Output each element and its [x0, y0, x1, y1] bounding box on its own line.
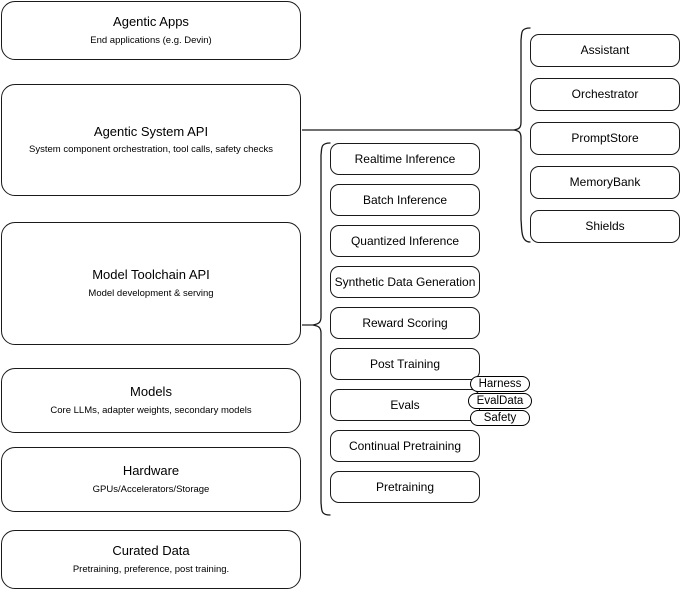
- evals-badge-label: Safety: [483, 412, 517, 424]
- toolchain-component[interactable]: Pretraining: [330, 471, 480, 503]
- agentic-component[interactable]: Shields: [530, 210, 680, 243]
- layer-subtitle: Pretraining, preference, post training.: [72, 563, 230, 575]
- toolchain-component[interactable]: Batch Inference: [330, 184, 480, 216]
- agentic-component[interactable]: Orchestrator: [530, 78, 680, 111]
- evals-badge-label: Harness: [478, 378, 522, 390]
- layer-title: Agentic System API: [93, 123, 209, 139]
- layer-agentic-system-api[interactable]: Agentic System API System component orche…: [1, 84, 301, 196]
- layer-title: Model Toolchain API: [92, 267, 210, 283]
- layer-subtitle: Model development & serving: [88, 287, 214, 299]
- toolchain-component[interactable]: Synthetic Data Generation: [330, 266, 480, 298]
- evals-badge-label: EvalData: [476, 395, 524, 407]
- layer-title: Curated Data: [112, 543, 190, 559]
- toolchain-component-label: Pretraining: [375, 479, 435, 494]
- toolchain-component-label: Reward Scoring: [362, 315, 448, 330]
- agentic-component-label: Orchestrator: [571, 87, 639, 101]
- agentic-component[interactable]: MemoryBank: [530, 166, 680, 199]
- evals-badge[interactable]: Safety: [470, 410, 530, 426]
- toolchain-component-label: Evals: [390, 397, 420, 412]
- evals-badge[interactable]: EvalData: [468, 393, 532, 409]
- brace-agentic-components: [513, 27, 531, 243]
- layer-subtitle: System component orchestration, tool cal…: [29, 144, 273, 156]
- toolchain-component[interactable]: Reward Scoring: [330, 307, 480, 339]
- agentic-component-label: MemoryBank: [569, 175, 641, 189]
- agentic-component-label: PromptStore: [571, 131, 639, 145]
- toolchain-component-label: Realtime Inference: [354, 151, 456, 166]
- layer-subtitle: GPUs/Accelerators/Storage: [92, 483, 210, 495]
- layer-model-toolchain-api[interactable]: Model Toolchain API Model development & s…: [1, 222, 301, 345]
- toolchain-component[interactable]: Continual Pretraining: [330, 430, 480, 462]
- layer-subtitle: End applications (e.g. Devin): [90, 34, 212, 46]
- layer-title: Agentic Apps: [113, 14, 189, 30]
- toolchain-component[interactable]: Quantized Inference: [330, 225, 480, 257]
- layer-title: Models: [130, 384, 172, 400]
- toolchain-component-label: Continual Pretraining: [348, 438, 462, 453]
- agentic-component-label: Shields: [585, 219, 625, 233]
- brace-toolchain-components: [312, 142, 331, 516]
- evals-badge[interactable]: Harness: [470, 376, 530, 392]
- agentic-component[interactable]: Assistant: [530, 34, 680, 67]
- agentic-component[interactable]: PromptStore: [530, 122, 680, 155]
- toolchain-component-label: Post Training: [369, 356, 441, 371]
- toolchain-component-label: Quantized Inference: [350, 233, 460, 248]
- layer-subtitle: Core LLMs, adapter weights, secondary mo…: [50, 404, 252, 416]
- toolchain-component-label: Batch Inference: [362, 192, 448, 207]
- layer-title: Hardware: [122, 463, 180, 479]
- toolchain-component[interactable]: Post Training: [330, 348, 480, 380]
- toolchain-component-label: Synthetic Data Generation: [334, 274, 476, 289]
- toolchain-component[interactable]: Evals: [330, 389, 480, 421]
- toolchain-component[interactable]: Realtime Inference: [330, 143, 480, 175]
- agentic-component-label: Assistant: [580, 43, 630, 57]
